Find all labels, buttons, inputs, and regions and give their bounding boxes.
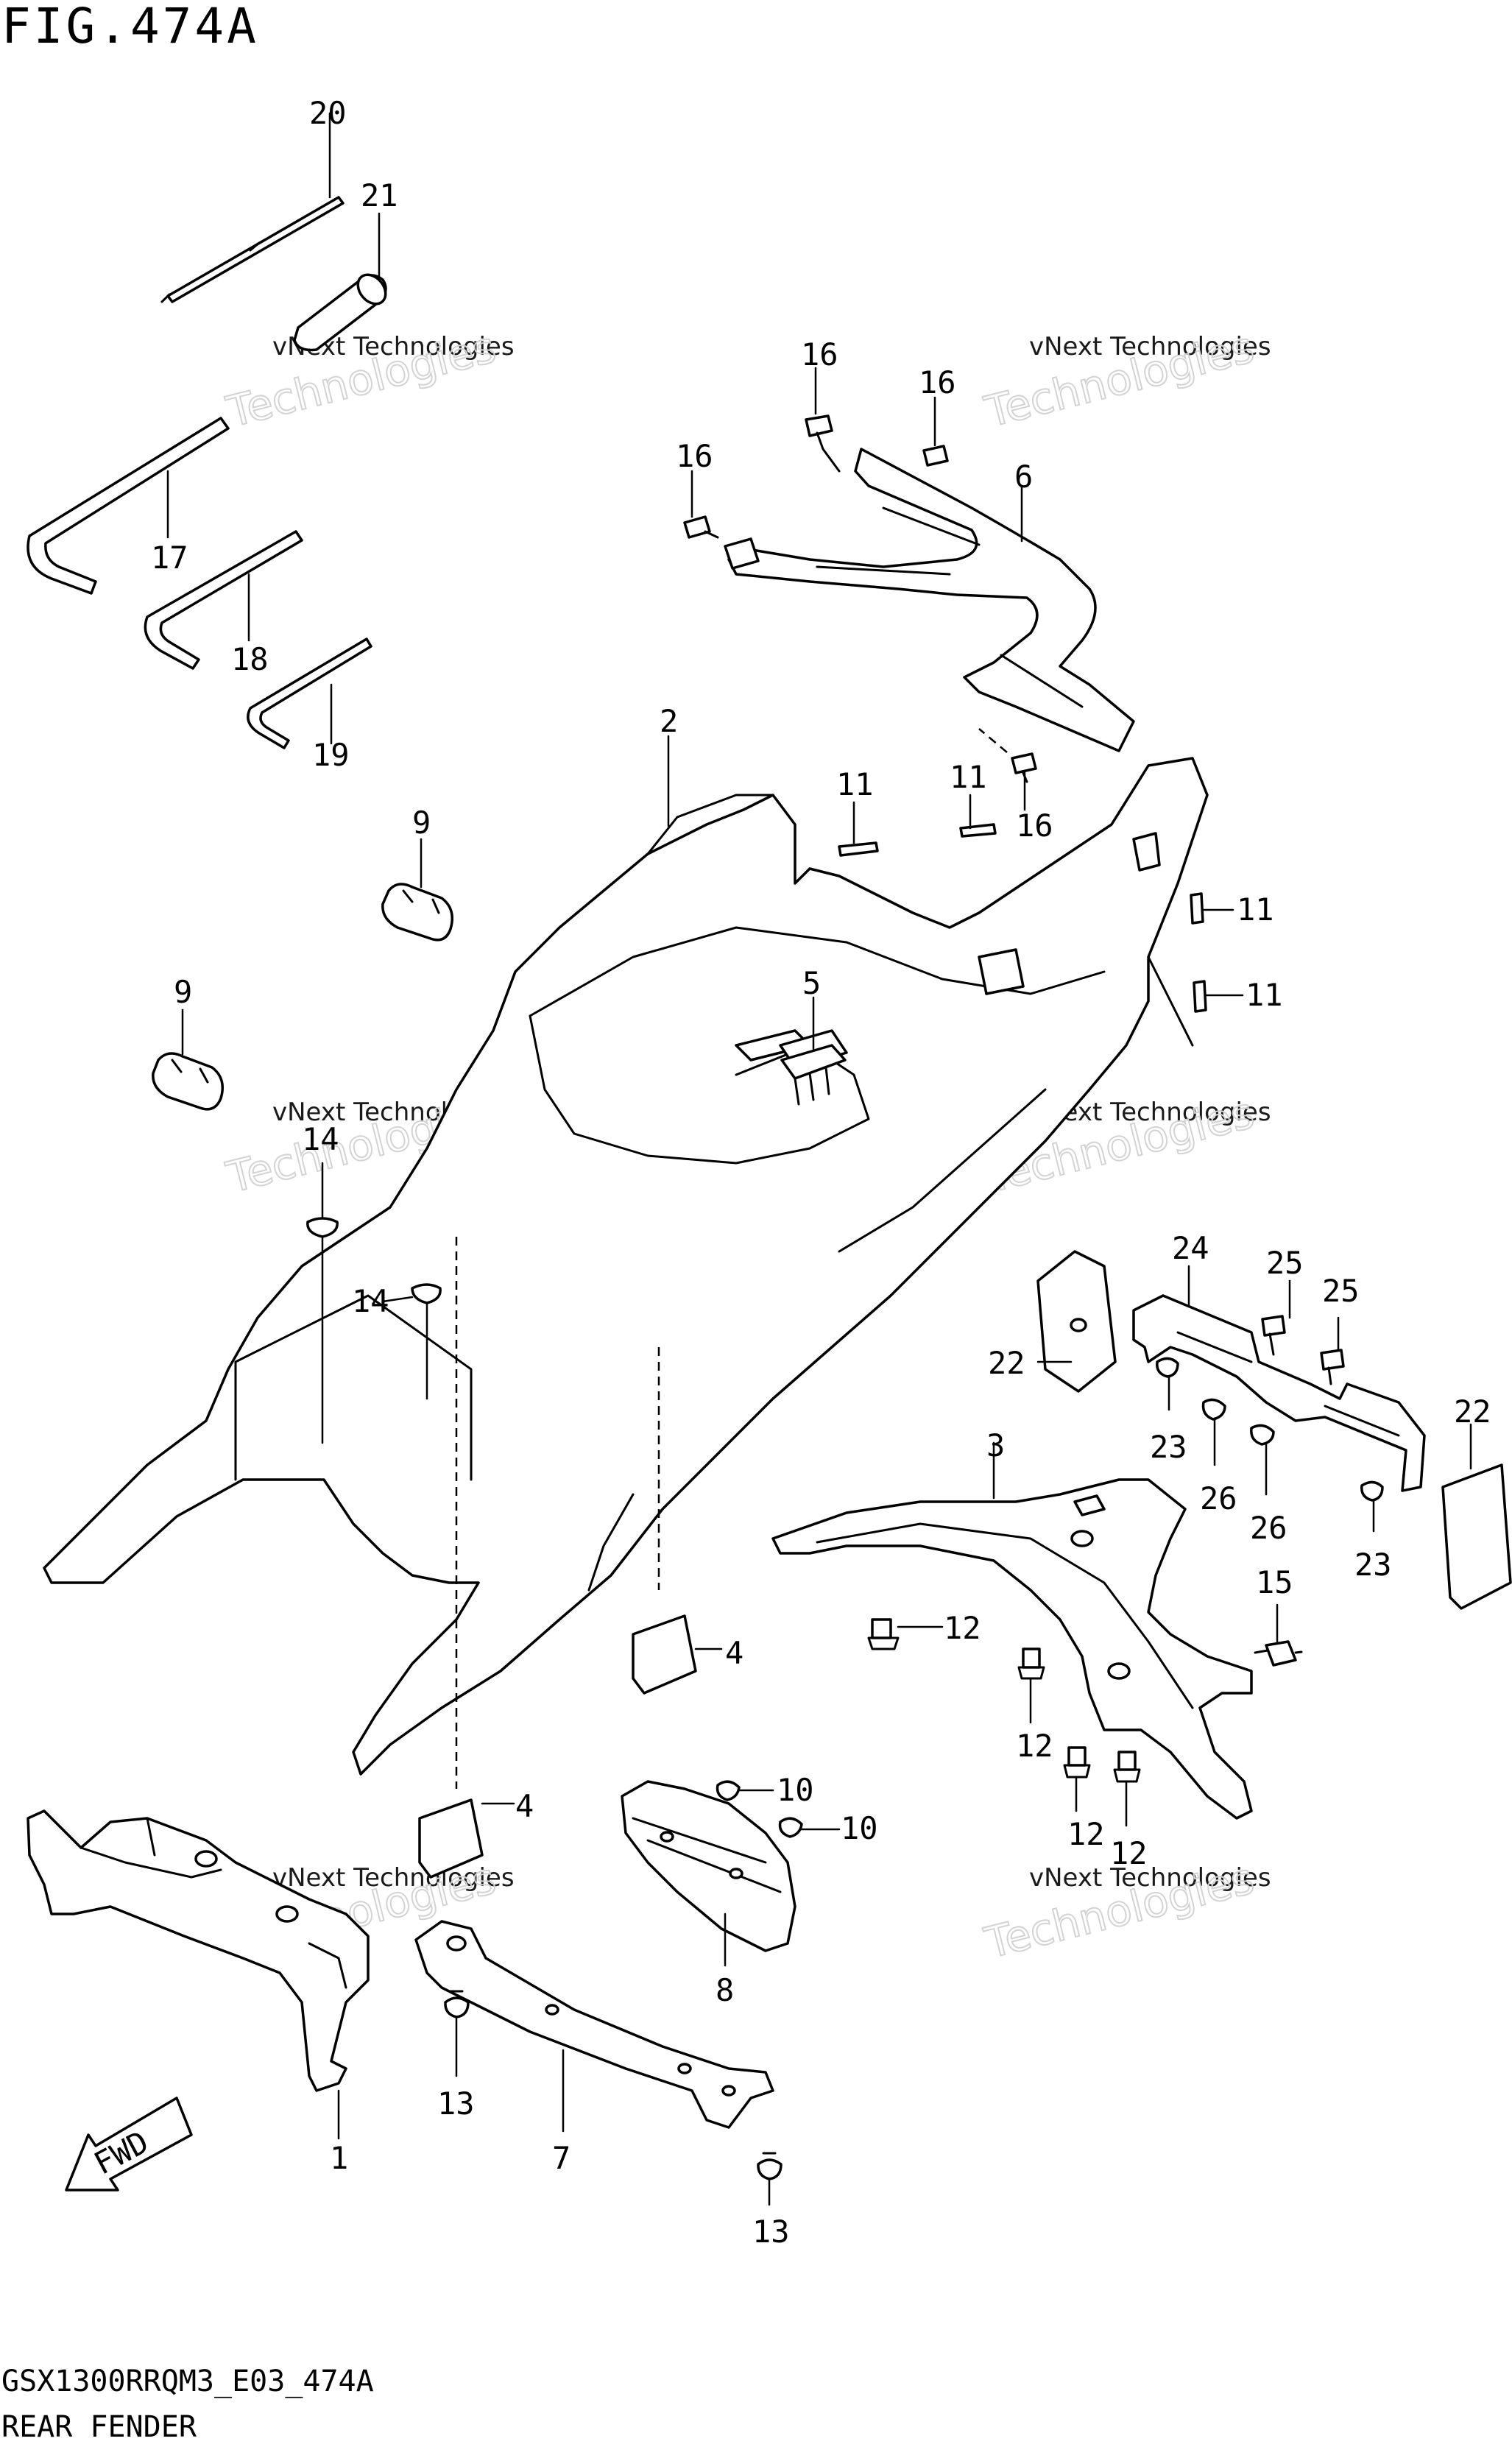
diagram-caption: REAR FENDER (1, 2410, 197, 2444)
callout-9-b: 9 (174, 974, 192, 1010)
watermark-2: vNext Technologies (1029, 332, 1271, 361)
callout-23-a: 23 (1150, 1429, 1187, 1465)
callout-14-b: 14 (352, 1283, 389, 1319)
callout-12-d: 12 (1110, 1835, 1148, 1871)
callout-4-a: 4 (725, 1635, 743, 1671)
callout-11-a: 11 (836, 766, 874, 802)
part-18-hex-key (144, 530, 303, 670)
callout-12-c: 12 (1067, 1816, 1105, 1852)
part-24-bracket (1132, 1265, 1426, 1492)
figure-title: FIG.474A (1, 0, 259, 54)
part-22-right-pad (1441, 1423, 1512, 1610)
callout-12-a: 12 (944, 1610, 981, 1646)
callout-5: 5 (802, 965, 821, 1001)
callout-9-a: 9 (412, 805, 431, 841)
watermark-6: vNext Technologies (1029, 1863, 1271, 1893)
part-12-bolts (867, 1618, 1141, 1827)
callout-14-a: 14 (302, 1121, 339, 1157)
callout-22-b: 22 (1454, 1394, 1491, 1430)
callout-13-b: 13 (752, 2214, 790, 2250)
callout-16-c: 16 (676, 438, 713, 474)
callout-22-a: 22 (988, 1345, 1025, 1381)
callout-16-b: 16 (919, 364, 956, 400)
guide-lines (455, 1237, 660, 1789)
callout-7: 7 (552, 2140, 570, 2176)
callout-13-a: 13 (437, 2085, 475, 2122)
callout-25-b: 25 (1322, 1273, 1360, 1309)
part-10-fasteners (716, 1780, 841, 1838)
callout-10-b: 10 (841, 1810, 878, 1846)
callout-11-c: 11 (1237, 891, 1274, 928)
part-5-clip (780, 996, 847, 1106)
callout-11-d: 11 (1246, 977, 1283, 1013)
part-4-upper-pad (632, 1614, 723, 1695)
part-8-plate (621, 1780, 796, 1967)
part-4-lower-pad (418, 1798, 515, 1879)
part-9-lower-clip (152, 1009, 224, 1111)
part-2-rear-fender (43, 735, 1209, 1776)
callout-16-a: 16 (801, 336, 838, 372)
part-16-bolts (683, 367, 1037, 811)
part-22-left-pad (1036, 1250, 1117, 1393)
callout-24: 24 (1172, 1230, 1209, 1266)
callout-15: 15 (1256, 1564, 1293, 1600)
callout-1: 1 (330, 2140, 348, 2176)
part-1-undertray (27, 1809, 370, 2140)
watermark-5: vNext Technologies (272, 1863, 515, 1893)
part-14-rivets (306, 1162, 442, 1444)
part-3-inner-fender (771, 1441, 1253, 1820)
part-7-stay (414, 1920, 774, 2133)
diagram-code: GSX1300RRQM3_E03_474A (1, 2364, 374, 2398)
callout-23-b: 23 (1354, 1547, 1392, 1583)
part-26-nuts (1201, 1398, 1275, 1496)
part-11-tabs (838, 794, 1244, 1013)
part-25-bolts (1261, 1279, 1345, 1385)
callout-19: 19 (312, 737, 350, 773)
callout-6: 6 (1014, 459, 1033, 495)
part-15-fastener (1254, 1603, 1303, 1667)
callout-17: 17 (151, 540, 188, 576)
callout-20: 20 (309, 95, 347, 131)
callout-10-a: 10 (777, 1772, 814, 1808)
part-23-nuts (1156, 1357, 1384, 1533)
callout-8: 8 (716, 1972, 734, 2008)
part-21-handle (293, 212, 387, 352)
part-20-screwdriver (160, 112, 345, 303)
callout-2: 2 (660, 703, 678, 739)
callout-25-a: 25 (1266, 1245, 1304, 1281)
callout-16-d: 16 (1016, 808, 1053, 844)
callout-12-b: 12 (1016, 1728, 1053, 1764)
part-13-bolts (444, 1990, 783, 2206)
callout-labels: 20 21 16 16 16 6 16 17 18 19 9 9 2 11 11… (151, 95, 1491, 2250)
part-19-hex-key (247, 638, 372, 749)
callout-18: 18 (231, 641, 269, 677)
callout-21: 21 (361, 177, 398, 213)
part-6-bracket (724, 448, 1135, 752)
callout-26-a: 26 (1200, 1480, 1237, 1516)
callout-11-b: 11 (950, 759, 987, 795)
callout-26-b: 26 (1250, 1510, 1287, 1546)
fwd-arrow-icon: FWD (65, 2097, 193, 2192)
callout-3: 3 (986, 1427, 1005, 1463)
part-9-upper-clip (381, 838, 453, 942)
callout-4-b: 4 (515, 1788, 534, 1824)
part-17-hex-key (27, 417, 230, 595)
